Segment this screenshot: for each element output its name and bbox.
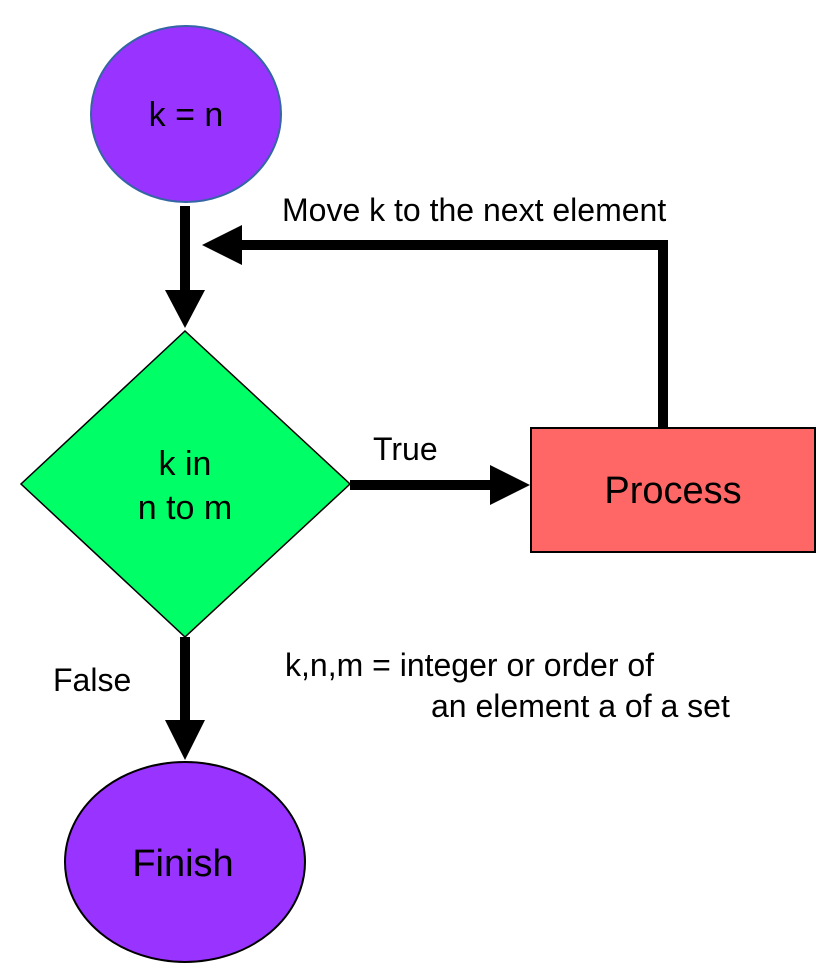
false-label: False [53, 662, 131, 698]
start-node[interactable]: k = n [90, 25, 282, 203]
process-node[interactable]: Process [530, 427, 816, 553]
arrow-head-left-icon [202, 225, 242, 265]
note-line1: k,n,m = integer or order of [285, 647, 654, 683]
arrow-head-down-icon [165, 290, 205, 328]
note-line2: an element a of a set [431, 688, 730, 724]
definition-note: k,n,m = integer or order of an element a… [285, 647, 730, 724]
decision-label-line1: k in [159, 445, 212, 483]
finish-ellipse [64, 761, 306, 963]
process-label: Process [604, 470, 741, 512]
arrow-head-down-icon [165, 720, 205, 760]
decision-label-line2: n to m [138, 489, 232, 527]
start-ellipse [90, 25, 282, 203]
loop-label: Move k to the next element [282, 192, 666, 228]
arrow-head-right-icon [490, 465, 530, 505]
start-label: k = n [149, 96, 224, 134]
decision-diamond [19, 329, 352, 639]
loop-connector [240, 240, 668, 428]
decision-node[interactable]: k in n to m [19, 329, 352, 639]
edge-process-loop: Move k to the next element [202, 192, 668, 428]
edge-start-to-decision [165, 206, 205, 328]
finish-label: Finish [132, 843, 233, 885]
true-label: True [373, 431, 438, 467]
edge-decision-false: False [53, 637, 205, 760]
edge-decision-true: True [350, 431, 530, 505]
finish-node[interactable]: Finish [64, 761, 306, 963]
process-rect [530, 427, 816, 553]
